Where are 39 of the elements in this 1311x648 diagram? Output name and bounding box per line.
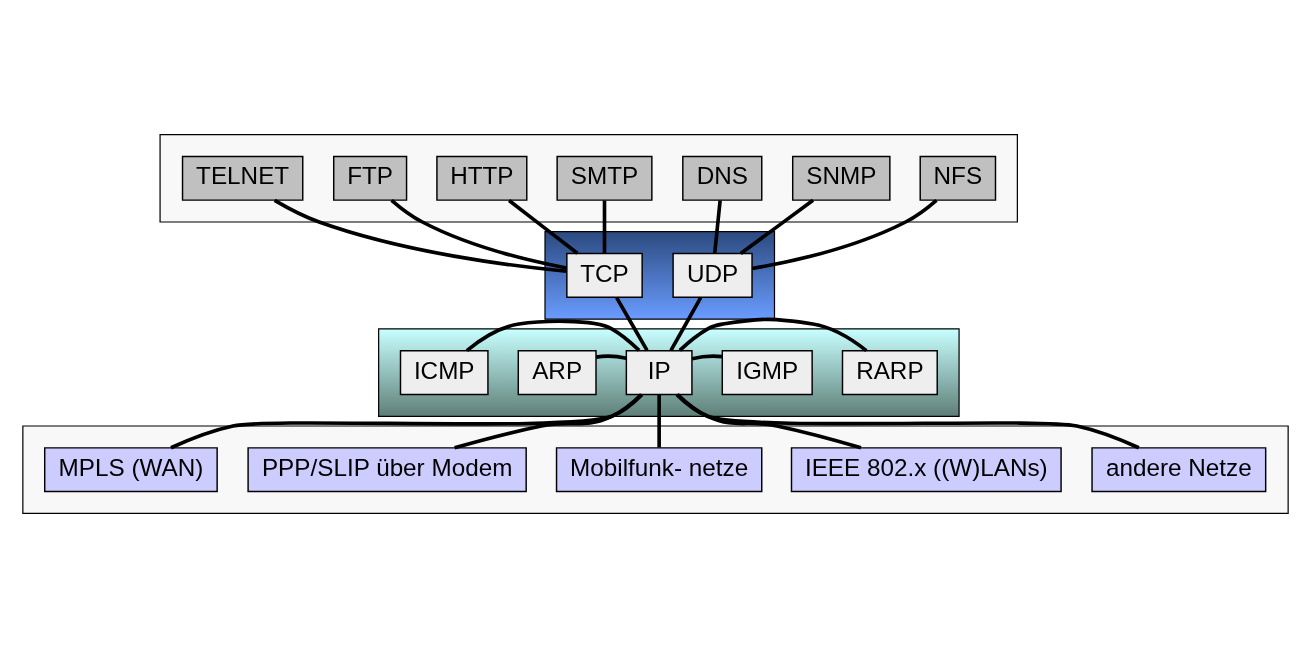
node-box: MPLS (WAN): [44, 447, 218, 493]
node-box: andere Netze: [1091, 447, 1267, 493]
node-box: IGMP: [721, 349, 813, 396]
node-box: IP: [625, 349, 693, 396]
node-box: IEEE 802.x ((W)LANs): [790, 447, 1062, 493]
connector: [678, 317, 868, 353]
node-box: Mobilfunk- netze: [555, 447, 763, 493]
connector: [602, 200, 607, 254]
connector: [739, 198, 815, 255]
node-box: UDP: [672, 252, 753, 299]
cluster: [544, 231, 776, 320]
connector: [691, 354, 723, 361]
cluster: [22, 425, 1289, 515]
node-box: ICMP: [399, 349, 489, 396]
node-box: TCP: [566, 252, 643, 299]
connector: [675, 393, 1140, 450]
node-box: NFS: [919, 155, 997, 201]
node-box: ARP: [517, 349, 597, 396]
connector: [454, 393, 643, 450]
connector: [507, 199, 579, 255]
node-box: HTTP: [436, 155, 528, 201]
connector: [751, 198, 938, 271]
connector: [170, 393, 644, 450]
node-box: RARP: [841, 349, 938, 396]
connector: [712, 200, 722, 254]
node-box: FTP: [332, 155, 408, 201]
connector: [273, 198, 567, 274]
connector: [390, 198, 567, 270]
node-box: SNMP: [792, 155, 891, 201]
connector: [595, 354, 627, 360]
node-box: DNS: [682, 155, 763, 201]
node-box: TELNET: [181, 155, 304, 201]
cluster: [159, 133, 1018, 223]
node-box: SMTP: [556, 155, 653, 201]
connector: [657, 394, 661, 448]
node-box: PPP/SLIP über Modem: [247, 447, 527, 493]
connector: [676, 393, 862, 450]
cluster: [378, 328, 960, 417]
connector: [465, 319, 641, 352]
